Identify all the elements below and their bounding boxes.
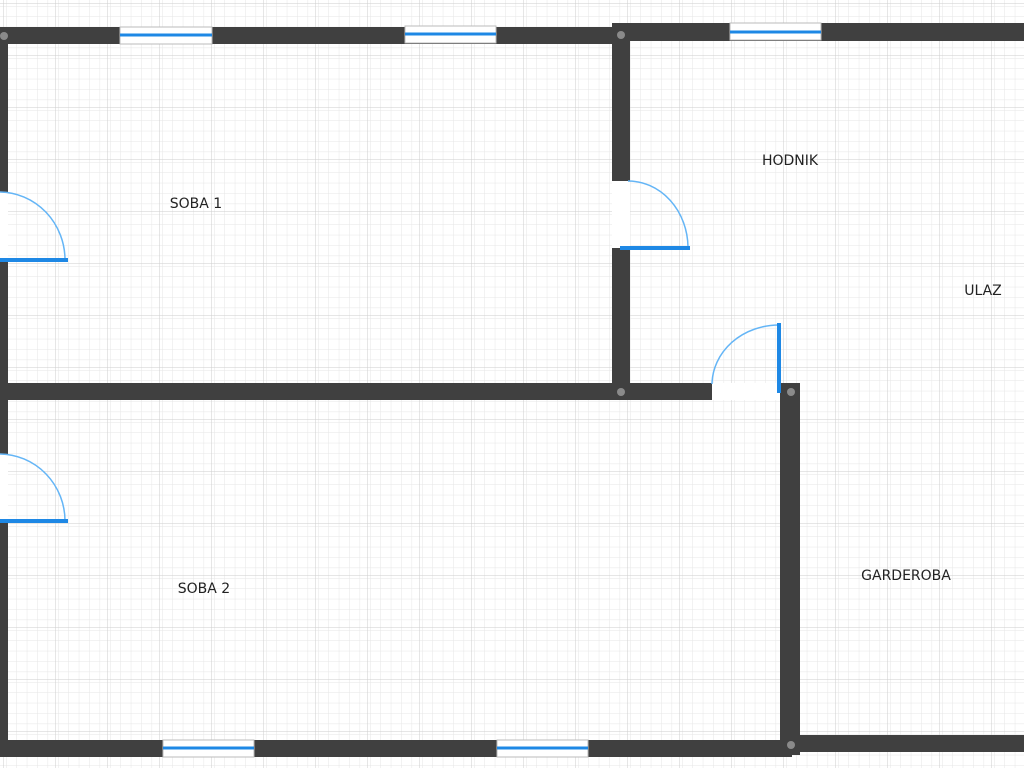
window[interactable] — [162, 739, 255, 758]
wall-bottom-right[interactable] — [788, 735, 1024, 752]
wall-garderoba[interactable] — [780, 383, 800, 755]
wall-joints — [0, 31, 795, 749]
room-label-hodnik: HODNIK — [762, 153, 819, 169]
wall-top-left[interactable] — [0, 27, 622, 44]
room-label-ulaz: ULAZ — [964, 283, 1002, 299]
door-soba2[interactable] — [0, 453, 68, 523]
window[interactable] — [404, 25, 497, 44]
door-garderoba[interactable] — [711, 323, 781, 400]
door-hodnik[interactable] — [612, 180, 690, 250]
door-soba1[interactable] — [0, 191, 68, 262]
room-label-garderoba: GARDEROBA — [861, 568, 951, 584]
room-label-soba1: SOBA 1 — [170, 196, 222, 212]
windows — [119, 22, 822, 758]
wall-bottom-left[interactable] — [0, 740, 792, 757]
room-label-soba2: SOBA 2 — [178, 581, 230, 597]
window[interactable] — [729, 22, 822, 41]
window[interactable] — [119, 26, 213, 45]
wall-middle-horizontal[interactable] — [0, 383, 712, 400]
window[interactable] — [496, 739, 589, 758]
doors — [0, 180, 781, 523]
